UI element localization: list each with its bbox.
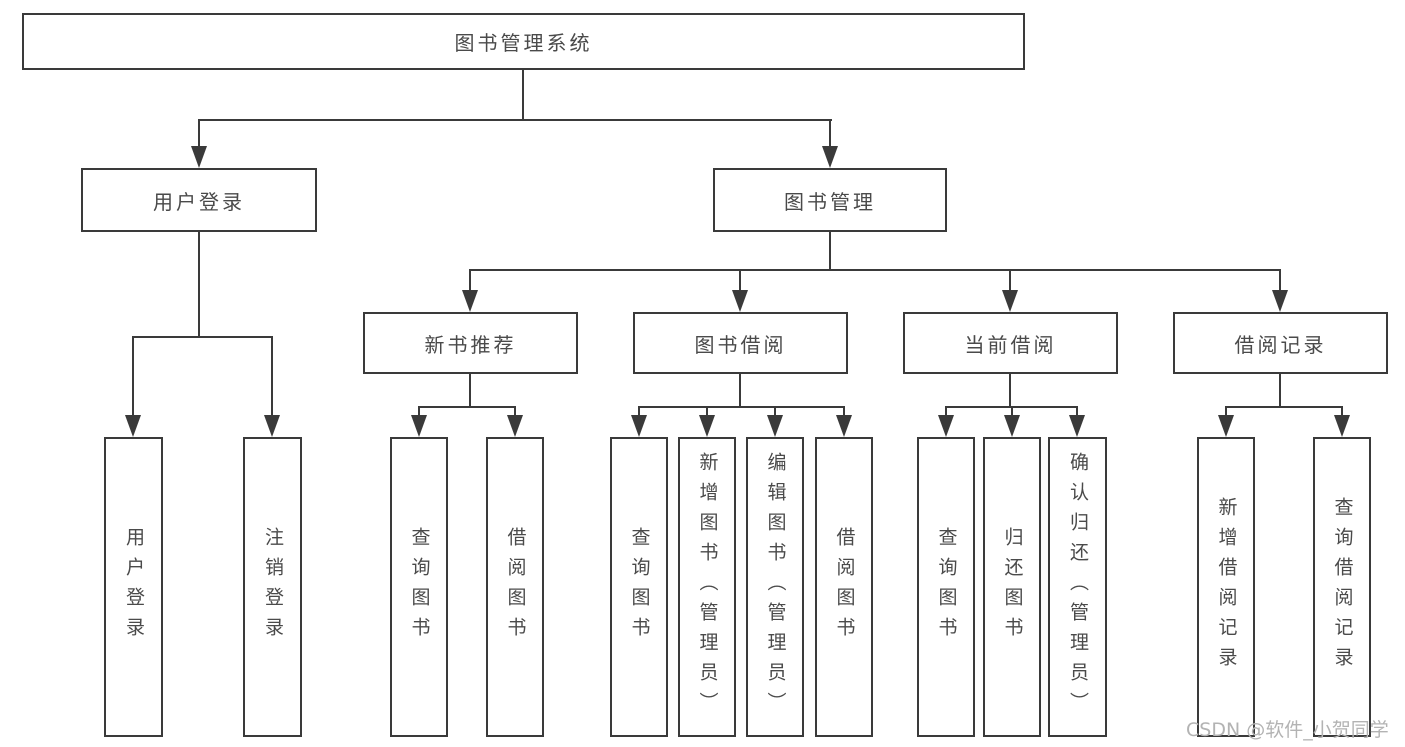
connector-arrowhead-icon xyxy=(264,415,280,437)
leaf-records-query-record-label: 查询借阅记录 xyxy=(1331,497,1354,677)
connector-line xyxy=(132,336,273,338)
connector-line xyxy=(198,232,200,338)
connector-arrowhead-icon xyxy=(125,415,141,437)
connector-line xyxy=(1009,374,1011,408)
leaf-borrowing-query-books: 查询图书 xyxy=(610,437,668,737)
node-new-book-recommend-label: 新书推荐 xyxy=(424,332,517,357)
connector-line xyxy=(1279,374,1281,408)
connector-line xyxy=(1225,406,1343,408)
connector-arrowhead-icon xyxy=(938,415,954,437)
connector-line xyxy=(739,269,741,290)
leaf-borrowing-borrow-books-label: 借阅图书 xyxy=(833,527,856,647)
connector-arrowhead-icon xyxy=(1218,415,1234,437)
connector-arrowhead-icon xyxy=(507,415,523,437)
leaf-current-return-books-label: 归还图书 xyxy=(1001,527,1024,647)
connector-line xyxy=(739,374,741,408)
connector-line xyxy=(469,269,471,290)
leaf-user-login-label: 用户登录 xyxy=(123,527,145,647)
node-book-management: 图书管理 xyxy=(713,168,947,232)
connector-line xyxy=(829,119,831,146)
connector-line xyxy=(843,406,845,415)
connector-line xyxy=(418,406,516,408)
connector-line xyxy=(469,269,1281,271)
connector-line xyxy=(945,406,947,415)
connector-line xyxy=(271,336,273,415)
node-new-book-recommend: 新书推荐 xyxy=(363,312,578,374)
connector-line xyxy=(514,406,516,415)
connector-line xyxy=(1009,269,1011,290)
connector-arrowhead-icon xyxy=(1004,415,1020,437)
connector-line xyxy=(132,336,134,415)
node-user-login: 用户登录 xyxy=(81,168,317,232)
leaf-borrowing-borrow-books: 借阅图书 xyxy=(815,437,873,737)
leaf-newbooks-borrow-books: 借阅图书 xyxy=(486,437,544,737)
node-root: 图书管理系统 xyxy=(22,13,1025,70)
leaf-borrowing-edit-books-admin-label: 编辑图书（管理员） xyxy=(764,452,787,722)
node-user-login-label: 用户登录 xyxy=(153,189,245,214)
connector-arrowhead-icon xyxy=(1002,290,1018,312)
node-current-borrowing-label: 当前借阅 xyxy=(964,332,1057,357)
connector-arrowhead-icon xyxy=(1334,415,1350,437)
connector-arrowhead-icon xyxy=(191,146,207,168)
connector-line xyxy=(774,406,776,415)
connector-arrowhead-icon xyxy=(462,290,478,312)
connector-line xyxy=(706,406,708,415)
leaf-borrowing-query-books-label: 查询图书 xyxy=(628,527,651,647)
connector-line xyxy=(829,232,831,271)
connector-line xyxy=(638,406,845,408)
connector-arrowhead-icon xyxy=(767,415,783,437)
node-book-borrowing: 图书借阅 xyxy=(633,312,848,374)
connector-line xyxy=(418,406,420,415)
leaf-current-query-books: 查询图书 xyxy=(917,437,975,737)
node-book-management-label: 图书管理 xyxy=(784,189,876,214)
leaf-borrowing-add-books-admin: 新增图书（管理员） xyxy=(678,437,736,737)
node-root-label: 图书管理系统 xyxy=(454,31,593,55)
connector-line xyxy=(469,374,471,408)
node-book-borrowing-label: 图书借阅 xyxy=(694,332,787,357)
connector-arrowhead-icon xyxy=(822,146,838,168)
leaf-borrowing-add-books-admin-label: 新增图书（管理员） xyxy=(696,452,719,722)
leaf-newbooks-borrow-books-label: 借阅图书 xyxy=(504,527,527,647)
leaf-records-add-record-label: 新增借阅记录 xyxy=(1215,497,1238,677)
leaf-newbooks-query-books-label: 查询图书 xyxy=(408,527,431,647)
connector-arrowhead-icon xyxy=(1069,415,1085,437)
leaf-current-confirm-return-admin: 确认归还（管理员） xyxy=(1048,437,1107,737)
connector-line xyxy=(1076,406,1078,415)
leaf-current-return-books: 归还图书 xyxy=(983,437,1041,737)
csdn-watermark: CSDN @软件_小贺同学 xyxy=(1186,719,1389,741)
node-borrowing-records: 借阅记录 xyxy=(1173,312,1388,374)
leaf-records-query-record: 查询借阅记录 xyxy=(1313,437,1371,737)
connector-arrowhead-icon xyxy=(1272,290,1288,312)
leaf-user-login: 用户登录 xyxy=(104,437,163,737)
connector-line xyxy=(1279,269,1281,290)
leaf-newbooks-query-books: 查询图书 xyxy=(390,437,448,737)
connector-line xyxy=(1341,406,1343,415)
connector-line xyxy=(522,70,524,120)
connector-arrowhead-icon xyxy=(411,415,427,437)
node-borrowing-records-label: 借阅记录 xyxy=(1234,332,1327,357)
connector-line xyxy=(1225,406,1227,415)
leaf-borrowing-edit-books-admin: 编辑图书（管理员） xyxy=(746,437,804,737)
leaf-logout-label: 注销登录 xyxy=(262,527,284,647)
leaf-current-query-books-label: 查询图书 xyxy=(935,527,958,647)
connector-line xyxy=(638,406,640,415)
connector-arrowhead-icon xyxy=(732,290,748,312)
connector-line xyxy=(198,119,832,121)
leaf-records-add-record: 新增借阅记录 xyxy=(1197,437,1255,737)
node-current-borrowing: 当前借阅 xyxy=(903,312,1118,374)
connector-arrowhead-icon xyxy=(699,415,715,437)
leaf-current-confirm-return-admin-label: 确认归还（管理员） xyxy=(1067,452,1089,722)
connector-line xyxy=(1011,406,1013,415)
connector-line xyxy=(198,119,200,146)
connector-arrowhead-icon xyxy=(631,415,647,437)
leaf-logout: 注销登录 xyxy=(243,437,302,737)
connector-arrowhead-icon xyxy=(836,415,852,437)
